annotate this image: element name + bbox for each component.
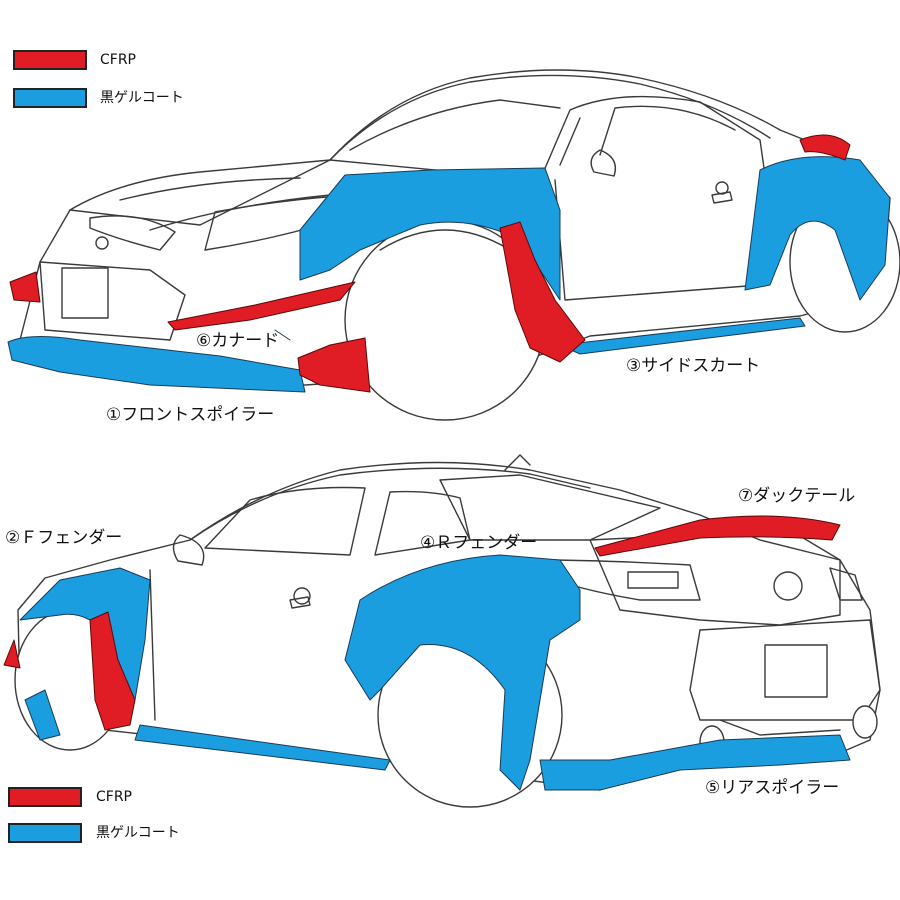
- legend-swatch-cfrp: [13, 50, 87, 70]
- label-rear-spoiler: ⑤リアスポイラー: [705, 778, 840, 798]
- label-f-fender: ②Ｆフェンダー: [5, 528, 123, 548]
- label-ducktail: ⑦ダックテール: [738, 486, 856, 506]
- label-side-skirt: ③サイドスカート: [626, 356, 761, 376]
- legend-label-cfrp: CFRP: [100, 52, 136, 68]
- legend-label-cfrp: CFRP: [96, 789, 132, 805]
- label-front-spoiler: ①フロントスポイラー: [106, 405, 275, 425]
- legend-swatch-gelcoat: [8, 823, 82, 843]
- legend-label-gelcoat: 黒ゲルコート: [100, 90, 184, 106]
- label-r-fender: ④Ｒフェンダー: [420, 533, 538, 553]
- legend-swatch-cfrp: [8, 787, 82, 807]
- legend-swatch-gelcoat: [13, 88, 87, 108]
- label-canard: ⑥カナード: [196, 331, 280, 351]
- legend-label-gelcoat: 黒ゲルコート: [96, 825, 180, 841]
